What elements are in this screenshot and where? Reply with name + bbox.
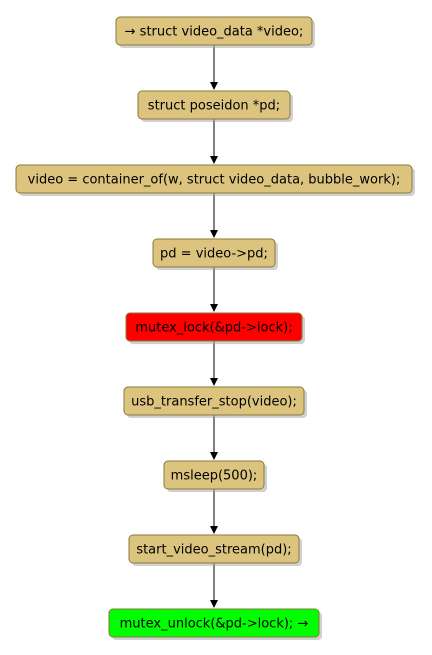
node-label: mutex_unlock(&pd->lock); → bbox=[120, 617, 309, 632]
flow-edge-5 bbox=[210, 341, 218, 386]
node-box bbox=[115, 16, 313, 46]
flow-node-6: usb_transfer_stop(video); bbox=[123, 386, 307, 418]
arrowhead-icon bbox=[210, 526, 218, 534]
flow-node-4: pd = video->pd; bbox=[152, 238, 278, 270]
flow-node-9: mutex_unlock(&pd->lock); → bbox=[108, 608, 322, 640]
node-box bbox=[108, 608, 320, 638]
arrowhead-icon bbox=[210, 156, 218, 164]
arrowhead-icon bbox=[210, 82, 218, 90]
edges bbox=[210, 45, 218, 608]
node-label: start_video_stream(pd); bbox=[136, 543, 291, 558]
flow-edge-8 bbox=[210, 563, 218, 608]
arrowhead-icon bbox=[210, 600, 218, 608]
flow-node-5: mutex_lock(&pd->lock); bbox=[125, 312, 305, 344]
flow-edge-7 bbox=[210, 489, 218, 534]
flow-edge-3 bbox=[210, 193, 218, 238]
node-box bbox=[163, 460, 265, 490]
arrowhead-icon bbox=[210, 378, 218, 386]
node-label: video = container_of(w, struct video_dat… bbox=[28, 173, 401, 188]
flow-node-8: start_video_stream(pd); bbox=[128, 534, 302, 566]
node-box bbox=[123, 386, 305, 416]
flow-edge-6 bbox=[210, 415, 218, 460]
arrowhead-icon bbox=[210, 304, 218, 312]
node-label: struct poseidon *pd; bbox=[148, 99, 280, 114]
flow-node-3: video = container_of(w, struct video_dat… bbox=[15, 164, 415, 196]
node-label: pd = video->pd; bbox=[160, 247, 268, 262]
arrowhead-icon bbox=[210, 452, 218, 460]
flow-edge-4 bbox=[210, 267, 218, 312]
flow-node-1: → struct video_data *video; bbox=[115, 16, 315, 48]
node-label: usb_transfer_stop(video); bbox=[131, 395, 297, 410]
nodes: → struct video_data *video; struct poseid… bbox=[15, 16, 415, 640]
node-box bbox=[137, 90, 291, 120]
node-box bbox=[128, 534, 300, 564]
flow-node-7: msleep(500); bbox=[163, 460, 267, 492]
flow-edge-1 bbox=[210, 45, 218, 90]
arrowhead-icon bbox=[210, 230, 218, 238]
node-box bbox=[15, 164, 413, 194]
flow-edge-2 bbox=[210, 119, 218, 164]
flow-node-2: struct poseidon *pd; bbox=[137, 90, 293, 122]
node-label: mutex_lock(&pd->lock); bbox=[135, 321, 292, 336]
node-label: → struct video_data *video; bbox=[125, 25, 304, 40]
node-box bbox=[152, 238, 276, 268]
node-label: msleep(500); bbox=[171, 469, 258, 484]
node-box bbox=[125, 312, 303, 342]
